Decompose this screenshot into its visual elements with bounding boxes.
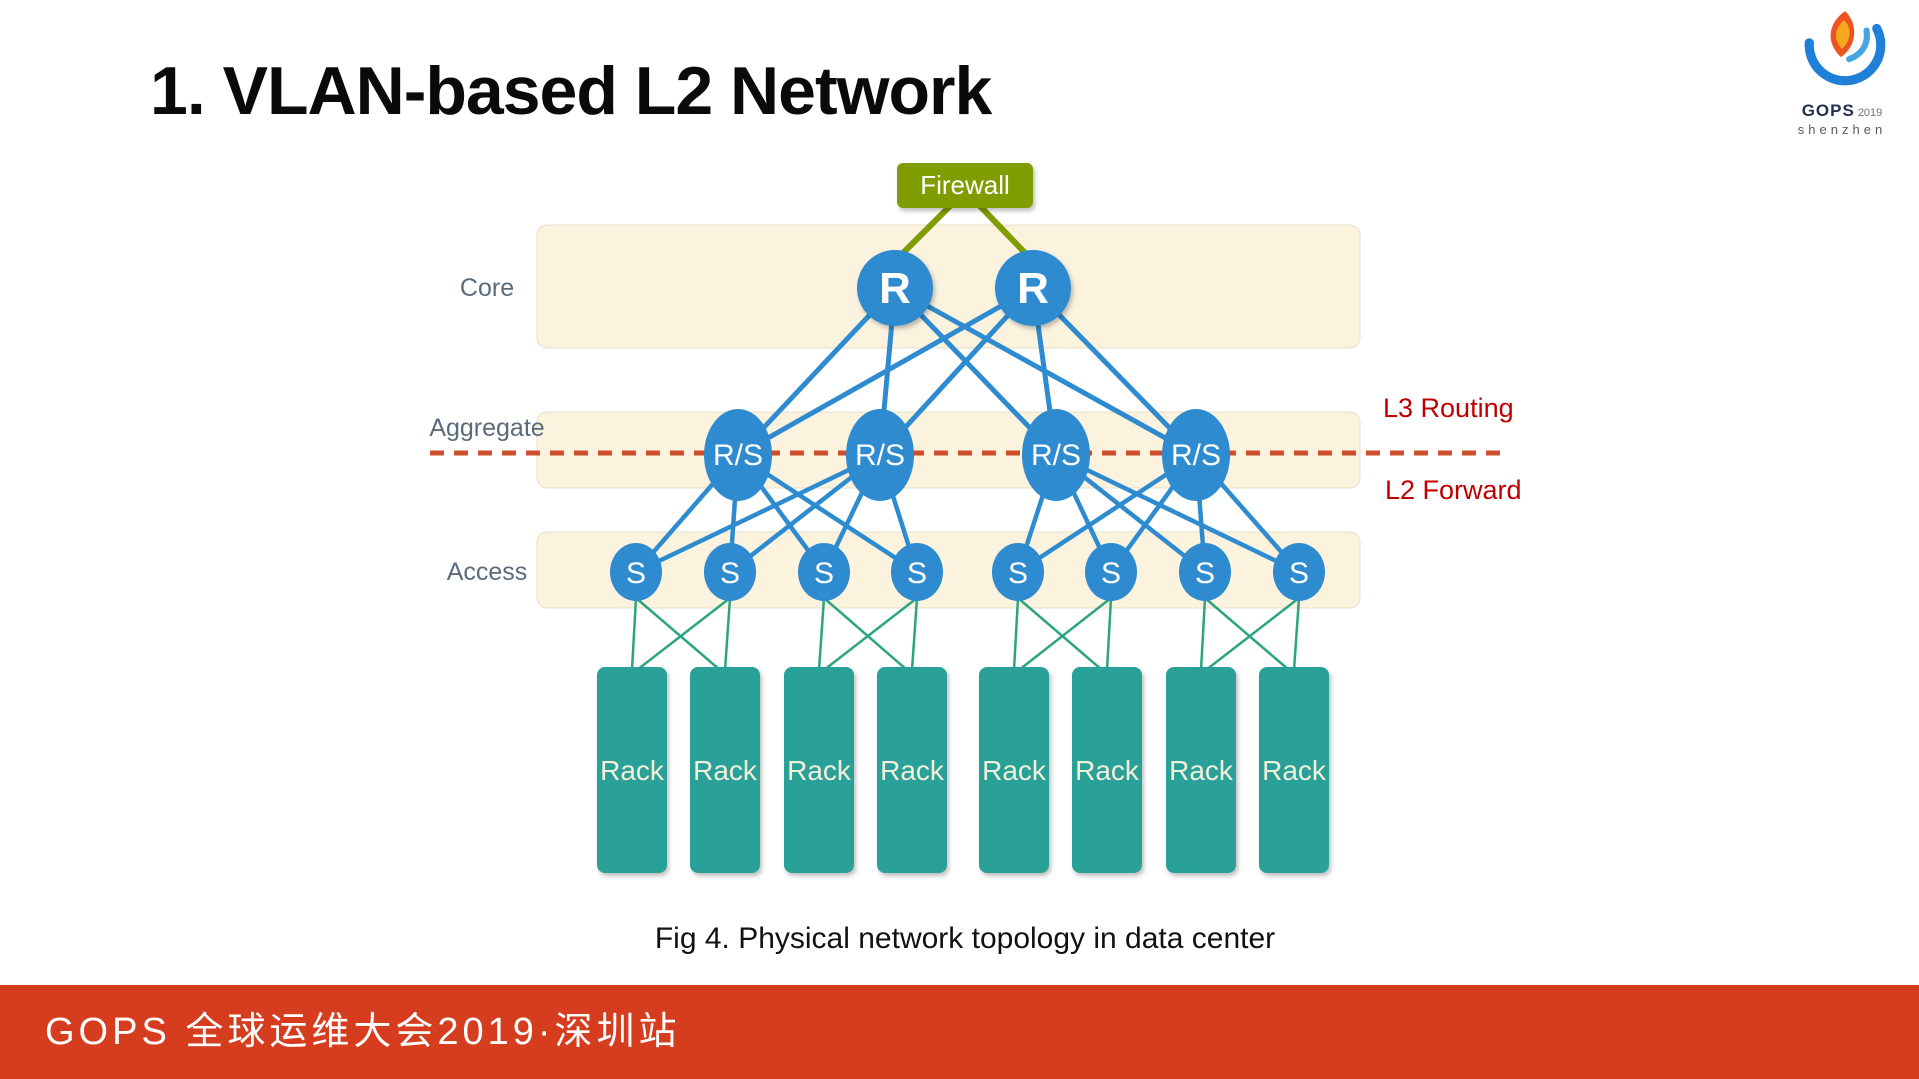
firewall-label: Firewall — [920, 170, 1010, 200]
router-switch-node — [1162, 409, 1230, 501]
rack-row: Rack Rack Rack Rack Rack Rack Rack Rack — [597, 667, 1329, 873]
figure-caption: Fig 4. Physical network topology in data… — [655, 922, 1275, 955]
logo-city: shenzhen — [1797, 122, 1887, 137]
firewall-box — [897, 163, 1033, 208]
switch-label: S — [907, 557, 927, 590]
logo-brand: GOPS — [1801, 101, 1855, 120]
switch-node — [891, 543, 943, 601]
rack-box — [1166, 667, 1236, 873]
core-band — [536, 224, 1361, 349]
rack-box — [877, 667, 947, 873]
rack-label: Rack — [982, 755, 1047, 786]
switch-node — [1085, 543, 1137, 601]
l3-routing-label: L3 Routing — [1383, 393, 1514, 423]
rack-box — [597, 667, 667, 873]
core-router-nodes: R R — [857, 250, 1071, 326]
rack-label: Rack — [1262, 755, 1327, 786]
switch-node — [1273, 543, 1325, 601]
switch-label: S — [1008, 557, 1028, 590]
logo-year: 2019 — [1857, 107, 1883, 119]
footer-banner: GOPS 全球运维大会2019·深圳站 — [0, 985, 1919, 1079]
router-node-label: R — [1017, 264, 1049, 313]
switch-label: S — [814, 557, 834, 590]
switch-label: S — [1289, 557, 1309, 590]
access-layer-label: Access — [447, 558, 528, 586]
switch-label: S — [1195, 557, 1215, 590]
firewall-link-left — [898, 201, 955, 258]
rack-label: Rack — [1169, 755, 1234, 786]
router-switch-label: R/S — [855, 439, 905, 472]
footer-conference-text: GOPS 全球运维大会2019·深圳站 — [45, 1011, 681, 1053]
rack-box — [1259, 667, 1329, 873]
logo-blue-hook — [1846, 27, 1870, 63]
switch-node — [1179, 543, 1231, 601]
logo-blue-crescent — [1804, 23, 1886, 86]
router-node — [995, 250, 1071, 326]
aggregate-band — [536, 411, 1361, 489]
page-title: 1. VLAN-based L2 Network — [150, 53, 992, 129]
rack-box — [979, 667, 1049, 873]
switch-label: S — [1101, 557, 1121, 590]
aggregate-layer-label: Aggregate — [429, 414, 544, 442]
aggregate-switch-nodes: R/S R/S R/S R/S — [704, 409, 1230, 501]
router-switch-label: R/S — [713, 439, 763, 472]
l2-forward-label: L2 Forward — [1385, 475, 1522, 505]
router-switch-node — [846, 409, 914, 501]
rack-label: Rack — [1075, 755, 1140, 786]
router-node-label: R — [879, 264, 911, 313]
access-rack-links — [630, 597, 1301, 671]
rack-box — [690, 667, 760, 873]
gops-swirl-icon — [1804, 11, 1886, 86]
access-switch-nodes: S S S S S S S S — [610, 543, 1325, 601]
switch-node — [992, 543, 1044, 601]
rack-label: Rack — [787, 755, 852, 786]
core-layer-label: Core — [460, 274, 514, 302]
switch-label: S — [720, 557, 740, 590]
logo-flame-inner — [1836, 20, 1850, 49]
router-switch-node — [704, 409, 772, 501]
topology-diagram: Core Aggregate Access — [429, 163, 1522, 955]
switch-node — [610, 543, 662, 601]
router-node — [857, 250, 933, 326]
router-switch-node — [1022, 409, 1090, 501]
firewall-link-right — [975, 201, 1030, 258]
router-switch-label: R/S — [1171, 439, 1221, 472]
rack-label: Rack — [693, 755, 758, 786]
switch-node — [704, 543, 756, 601]
router-switch-label: R/S — [1031, 439, 1081, 472]
rack-box — [784, 667, 854, 873]
switch-label: S — [626, 557, 646, 590]
switch-node — [798, 543, 850, 601]
rack-label: Rack — [600, 755, 665, 786]
rack-box — [1072, 667, 1142, 873]
rack-label: Rack — [880, 755, 945, 786]
